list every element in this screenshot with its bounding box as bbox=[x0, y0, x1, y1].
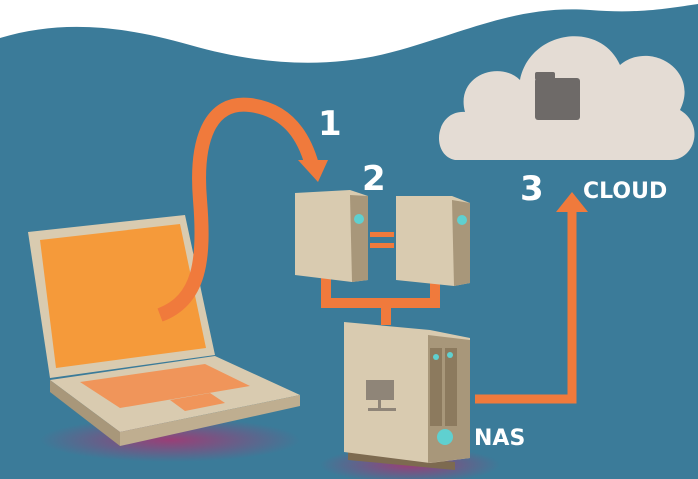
drive-connector bbox=[321, 275, 440, 325]
cloud-label: CLOUD bbox=[583, 179, 667, 204]
network-folder-icon bbox=[366, 380, 394, 400]
laptop-icon bbox=[28, 215, 300, 446]
drive-right-icon bbox=[396, 196, 470, 286]
nas-icon bbox=[344, 322, 470, 470]
drive-left-icon bbox=[295, 190, 368, 282]
step-1-label: 1 bbox=[318, 104, 342, 144]
equals-icon bbox=[370, 232, 394, 237]
arrow-laptop-to-drives bbox=[157, 97, 319, 322]
cloud-icon bbox=[438, 36, 695, 160]
folder-icon bbox=[535, 78, 580, 120]
nas-label: NAS bbox=[474, 426, 525, 451]
arrow-nas-to-cloud bbox=[475, 210, 577, 404]
step-2-label: 2 bbox=[362, 159, 386, 199]
step-3-label: 3 bbox=[520, 169, 544, 209]
